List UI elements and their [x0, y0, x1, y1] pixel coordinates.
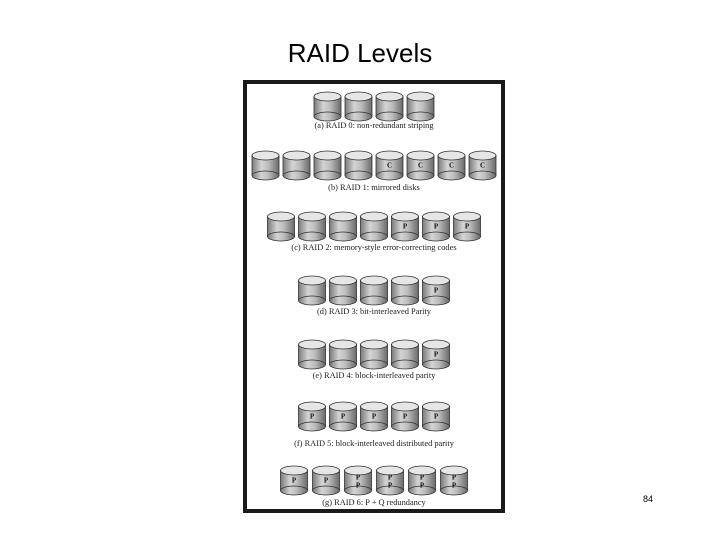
disk-label: P [434, 287, 439, 295]
disk-label: C [418, 162, 423, 170]
disk-cylinder: P [391, 401, 419, 432]
disk-label: C [449, 162, 454, 170]
raid-level-caption: (e) RAID 4: block-interleaved parity [313, 371, 437, 380]
disk-label: P [465, 223, 470, 231]
raid-level-caption: (d) RAID 3: bit-interleaved Parity [317, 307, 432, 316]
disk-label: P [420, 474, 425, 482]
disk-cylinder: PP [440, 465, 468, 496]
disk-cylinder: PP [408, 465, 436, 496]
raid-level-row: P (d) RAID 3: bit-interleaved Parity [298, 275, 450, 316]
disk-label: P [403, 223, 408, 231]
disk-label: P [324, 477, 329, 485]
disk-cylinder [329, 339, 357, 370]
disk-cylinder: P [453, 211, 481, 242]
disk-cylinder [360, 211, 388, 242]
disk-label: P [434, 413, 439, 421]
disk-cylinder: PP [376, 465, 404, 496]
disk-cylinder [313, 91, 342, 122]
disk-cylinder [298, 211, 326, 242]
raid-level-caption: (f) RAID 5: block-interleaved distribute… [294, 439, 455, 448]
disk-cylinder [329, 275, 357, 306]
disk-cylinder: P [312, 465, 340, 496]
disk-cylinder [360, 339, 388, 370]
disk-label: P [310, 413, 315, 421]
page-number: 84 [643, 494, 654, 504]
disk-cylinder [391, 275, 419, 306]
raid-level-row: (a) RAID 0: non-redundant striping [313, 91, 435, 130]
disk-cylinder [360, 275, 388, 306]
disk-cylinder: P [422, 401, 450, 432]
disk-label: P [452, 474, 457, 482]
disk-cylinder: P [360, 401, 388, 432]
disk-cylinder [267, 211, 295, 242]
disk-label: P [388, 482, 393, 490]
disk-label: P [341, 413, 346, 421]
disk-cylinder [313, 150, 342, 181]
disk-cylinder: C [437, 150, 466, 181]
disk-cylinder: P [422, 211, 450, 242]
raid-level-row: C C C C (b) RAID 1: mirrored disks [251, 150, 497, 192]
disk-label: P [434, 223, 439, 231]
raid-level-row: P (e) RAID 4: block-interleaved parity [298, 339, 450, 380]
disk-cylinder: P [422, 275, 450, 306]
disk-cylinder: C [468, 150, 497, 181]
disk-label: P [356, 482, 361, 490]
raid-level-caption: (a) RAID 0: non-redundant striping [314, 121, 434, 130]
disk-cylinder [391, 339, 419, 370]
disk-label: C [387, 162, 392, 170]
raid-level-row: P P P P P (f) RAID 5: block-interleaved distr… [294, 401, 455, 448]
disk-label: P [372, 413, 377, 421]
disk-label: P [388, 474, 393, 482]
disk-cylinder: P [298, 401, 326, 432]
disk-label: P [403, 413, 408, 421]
disk-label: P [434, 351, 439, 359]
disk-cylinder: P [280, 465, 308, 496]
disk-cylinder [298, 339, 326, 370]
disk-label: P [452, 482, 457, 490]
raid-level-caption: (c) RAID 2: memory-style error-correctin… [291, 243, 456, 252]
disk-label: C [480, 162, 485, 170]
raid-level-row: P P P (c) RAID 2: memory-style error-correc… [267, 211, 481, 252]
slide-title: RAID Levels [287, 38, 433, 68]
disk-cylinder: PP [344, 465, 372, 496]
disk-label: P [292, 477, 297, 485]
disk-cylinder [375, 91, 404, 122]
raid-level-caption: (b) RAID 1: mirrored disks [328, 183, 420, 192]
disk-cylinder [406, 91, 435, 122]
disk-cylinder: C [406, 150, 435, 181]
disk-label: P [420, 482, 425, 490]
disk-cylinder [344, 91, 373, 122]
disk-cylinder: P [422, 339, 450, 370]
disk-cylinder [329, 211, 357, 242]
disk-label: P [356, 474, 361, 482]
disk-cylinder [251, 150, 280, 181]
disk-cylinder [298, 275, 326, 306]
disk-cylinder [344, 150, 373, 181]
disk-cylinder [282, 150, 311, 181]
disk-cylinder: P [329, 401, 357, 432]
disk-cylinder: P [391, 211, 419, 242]
raid-level-caption: (g) RAID 6: P + Q redundancy [322, 498, 426, 507]
disk-cylinder: C [375, 150, 404, 181]
